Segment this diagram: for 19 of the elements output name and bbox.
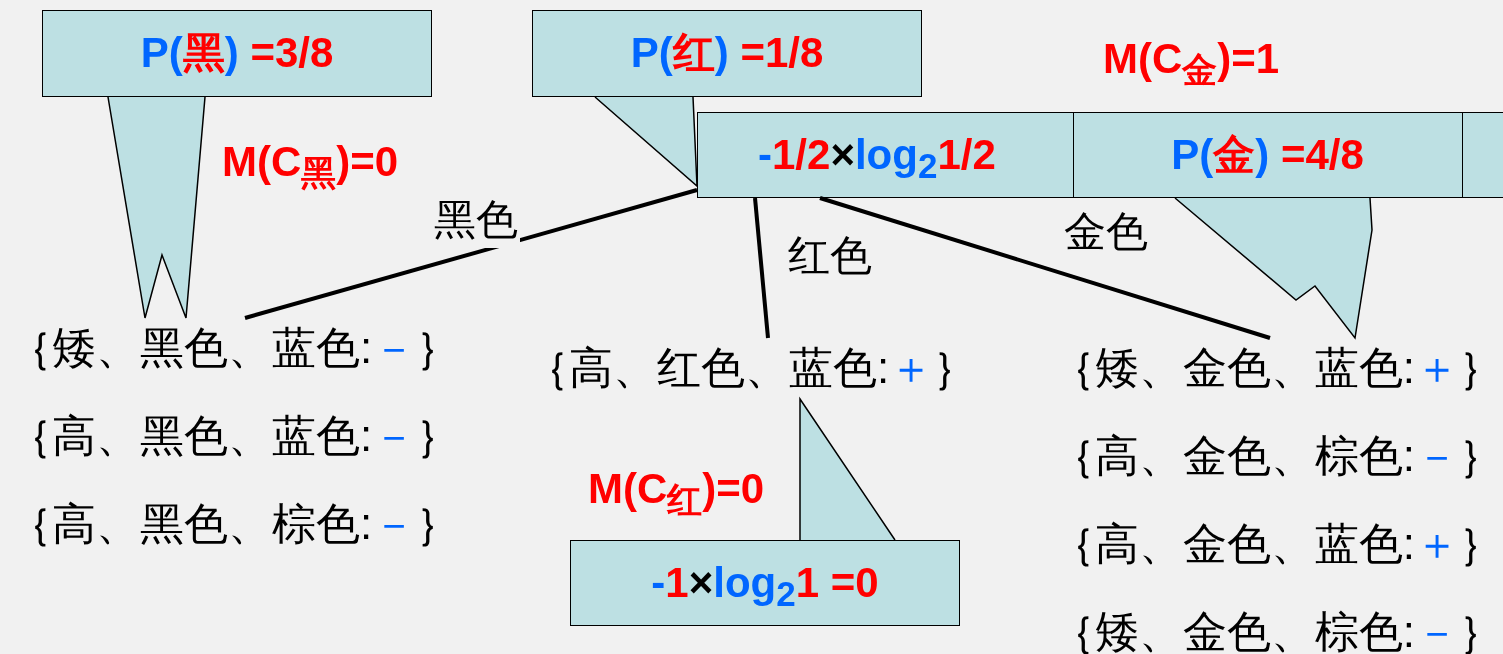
sample-item: ｛矮、金色、棕色:－｝	[1049, 606, 1503, 654]
callout-box: P(黑) =3/8	[42, 10, 432, 97]
formula-text: -1/2×log$_{2}$1/2	[758, 131, 996, 178]
callout-tail	[107, 96, 206, 319]
sample-item: ｛高、黑色、蓝色:－｝	[8, 410, 462, 462]
branch-line	[753, 197, 770, 339]
sample-item: ｛高、黑色、棕色:－｝	[8, 498, 462, 550]
sample-item: ｛高、金色、蓝色:＋｝	[1049, 518, 1503, 570]
sample-item: ｛高、金色、棕色:－｝	[1049, 430, 1503, 482]
formula-label: M(C$_{金}$)=1	[1103, 35, 1280, 92]
sample-item: ｛高、红色、蓝色:＋｝	[525, 342, 979, 394]
sample-item: ｛矮、金色、蓝色:＋｝	[1049, 342, 1503, 394]
formula-label: M(C$_{黑}$)=0	[222, 138, 399, 195]
sample-item: ｛矮、黑色、蓝色:－｝	[8, 322, 462, 374]
callout-box: P(金) =4/8	[1072, 111, 1463, 198]
callout-tail	[799, 396, 896, 541]
formula-label: M(C$_{红}$)=0	[588, 465, 765, 522]
branch-line	[244, 188, 698, 320]
branch-line	[819, 196, 1271, 340]
